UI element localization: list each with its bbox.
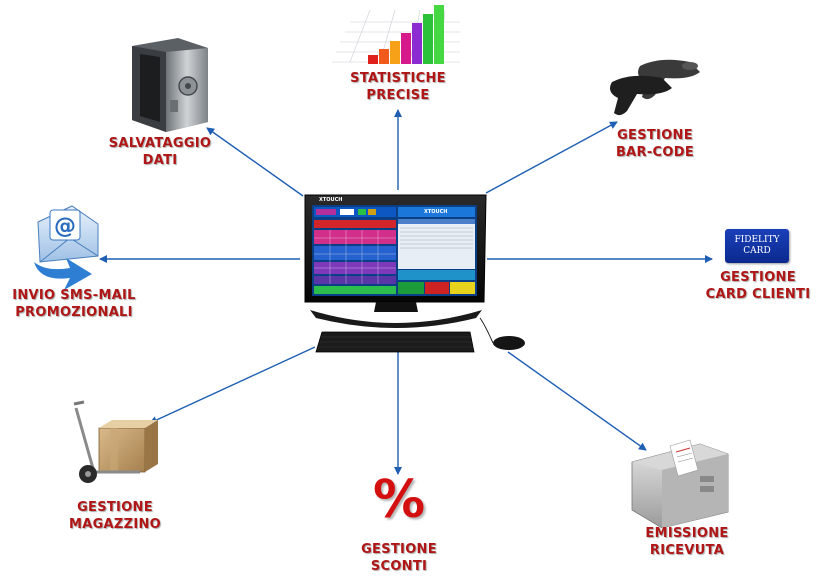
label-card-line2: CARD CLIENTI <box>705 287 811 302</box>
label-statistiche-line1: STATISTICHE <box>350 71 446 86</box>
label-invio-line2: PROMOZIONALI <box>15 305 133 320</box>
fidelity-card-icon: FIDELITY CARD <box>725 229 789 263</box>
label-salvataggio: SALVATAGGIO DATI <box>100 135 220 169</box>
label-card-line1: GESTIONE <box>720 270 796 285</box>
monitor-icon <box>304 194 525 353</box>
connector-arrows <box>99 109 713 475</box>
label-invio: INVIO SMS-MAIL PROMOZIONALI <box>4 287 144 321</box>
monitor-brand: XTOUCH <box>319 197 343 203</box>
arrow-to-salvataggio <box>206 127 304 197</box>
arrow-to-barcode <box>485 121 618 194</box>
bar-chart-icon <box>332 5 460 64</box>
arrow-to-ricevuta <box>507 351 647 451</box>
label-sconti: GESTIONE SCONTI <box>340 541 458 575</box>
label-ricevuta-line2: RICEVUTA <box>649 543 725 558</box>
label-invio-line1: INVIO SMS-MAIL <box>12 288 136 303</box>
label-ricevuta: EMISSIONE RICEVUTA <box>622 525 752 559</box>
screen-brand: XTOUCH <box>424 209 448 215</box>
receipt-printer-icon <box>631 439 729 529</box>
label-barcode: GESTIONE BAR-CODE <box>595 127 715 161</box>
label-salvataggio-line1: SALVATAGGIO <box>108 136 212 151</box>
label-barcode-line1: GESTIONE <box>617 128 693 143</box>
label-ricevuta-line1: EMISSIONE <box>645 526 729 541</box>
mail-icon: @ <box>34 205 99 290</box>
label-magazzino: GESTIONE MAGAZZINO <box>50 499 180 533</box>
label-card: GESTIONE CARD CLIENTI <box>694 269 822 303</box>
screen-button-grid <box>314 220 396 294</box>
label-barcode-line2: BAR-CODE <box>615 145 695 160</box>
label-sconti-line2: SCONTI <box>370 559 428 574</box>
fidelity-card-line1: FIDELITY <box>734 235 780 245</box>
label-magazzino-line1: GESTIONE <box>77 500 153 515</box>
svg-text:@: @ <box>54 214 76 239</box>
label-statistiche-line2: PRECISE <box>366 88 430 103</box>
hand-truck-icon <box>73 400 158 483</box>
label-salvataggio-line2: DATI <box>142 153 178 168</box>
percent-icon: % <box>372 470 426 530</box>
label-magazzino-line2: MAGAZZINO <box>68 517 162 532</box>
fidelity-card-line2: CARD <box>743 246 771 256</box>
barcode-scanner-icon <box>610 59 700 116</box>
arrow-to-magazzino <box>149 346 316 424</box>
label-statistiche: STATISTICHE PRECISE <box>333 70 463 104</box>
label-sconti-line1: GESTIONE <box>361 542 437 557</box>
safe-icon <box>132 38 208 132</box>
